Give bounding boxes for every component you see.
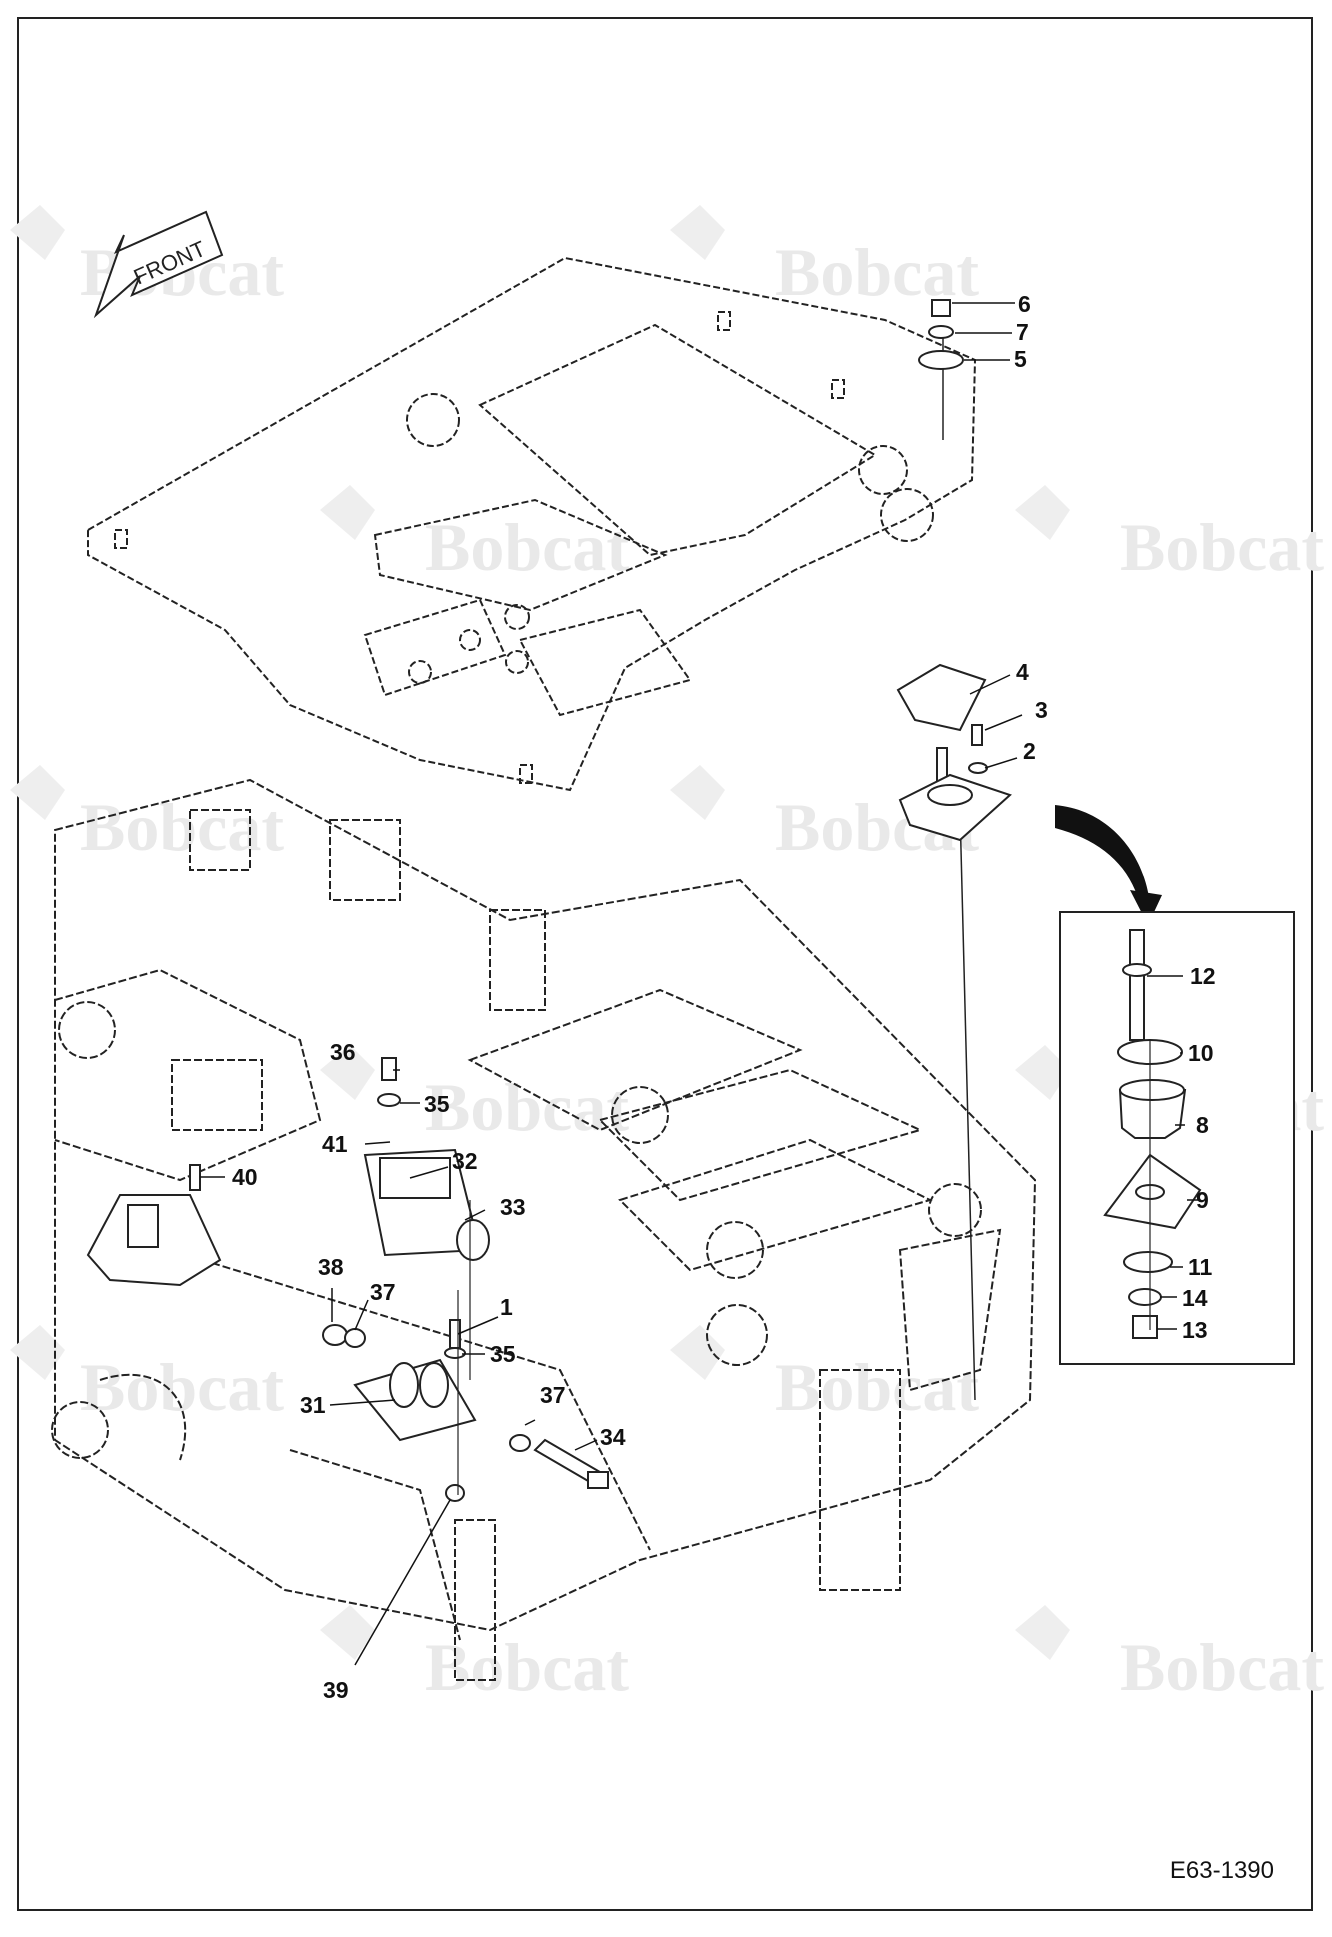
bobcat-logo-icon [1015,1605,1070,1660]
watermark-text: Bobcat [425,1629,629,1705]
floor-plate [87,256,977,792]
leader-lines [200,302,1200,1666]
bracket-assembly [86,1057,609,1502]
callout-39: 39 [323,1677,349,1703]
callout-12: 12 [1190,963,1216,989]
bobcat-logo-icon [670,205,725,260]
bobcat-logo-icon [10,765,65,820]
undercarriage-frame [51,778,1037,1681]
callout-41: 41 [322,1131,348,1157]
callout-10: 10 [1188,1040,1214,1066]
bobcat-logo-icon [1015,485,1070,540]
callout-3: 3 [1035,697,1048,723]
watermark-text: Bobcat [775,1349,979,1425]
bobcat-logo-icon [320,485,375,540]
callout-14: 14 [1182,1285,1208,1311]
watermark-text: Bobcat [80,789,284,865]
callout-9: 9 [1196,1187,1209,1213]
bobcat-logo-icon [10,205,65,260]
callout-5: 5 [1014,346,1027,372]
callout-40: 40 [232,1164,258,1190]
callout-37b: 37 [540,1382,566,1408]
callout-8: 8 [1196,1112,1209,1138]
callout-34: 34 [600,1424,626,1450]
callout-35: 35 [424,1091,450,1117]
watermark-text: Bobcat [425,1069,629,1145]
callout-35b: 35 [490,1341,516,1367]
callout-33: 33 [500,1194,526,1220]
callout-38: 38 [318,1254,344,1280]
callout-4: 4 [1016,659,1029,685]
bobcat-logo-icon [320,1605,375,1660]
callout-13: 13 [1182,1317,1208,1343]
detail-pointer-arrow-icon [1055,805,1162,925]
callout-2: 2 [1023,738,1036,764]
callout-7: 7 [1016,319,1029,345]
callout-11: 11 [1188,1254,1213,1280]
detail-inset [1059,911,1295,1365]
figure-id: E63-1390 [1169,1857,1274,1884]
watermark-text: Bobcat [1120,1629,1324,1705]
callout-32: 32 [452,1148,478,1174]
drawing-border [17,17,1313,1911]
callout-31: 31 [300,1392,326,1418]
watermark-text: Bobcat [425,509,629,585]
callout-1: 1 [500,1294,513,1320]
bobcat-logo-icon [670,765,725,820]
bobcat-logo-icon [1015,1045,1070,1100]
callout-37: 37 [370,1279,396,1305]
mount-assembly [896,299,1012,1401]
callout-36: 36 [330,1039,356,1065]
bobcat-logo-icon [10,1325,65,1380]
callout-6: 6 [1018,291,1031,317]
callout-labels: 6 7 5 4 3 2 12 10 8 9 11 14 13 36 35 41 … [232,291,1216,1703]
watermark-text: Bobcat [1120,509,1324,585]
watermark-text: Bobcat [775,234,979,310]
bobcat-logo-icon [320,1045,375,1100]
bobcat-logo-icon [670,1325,725,1380]
